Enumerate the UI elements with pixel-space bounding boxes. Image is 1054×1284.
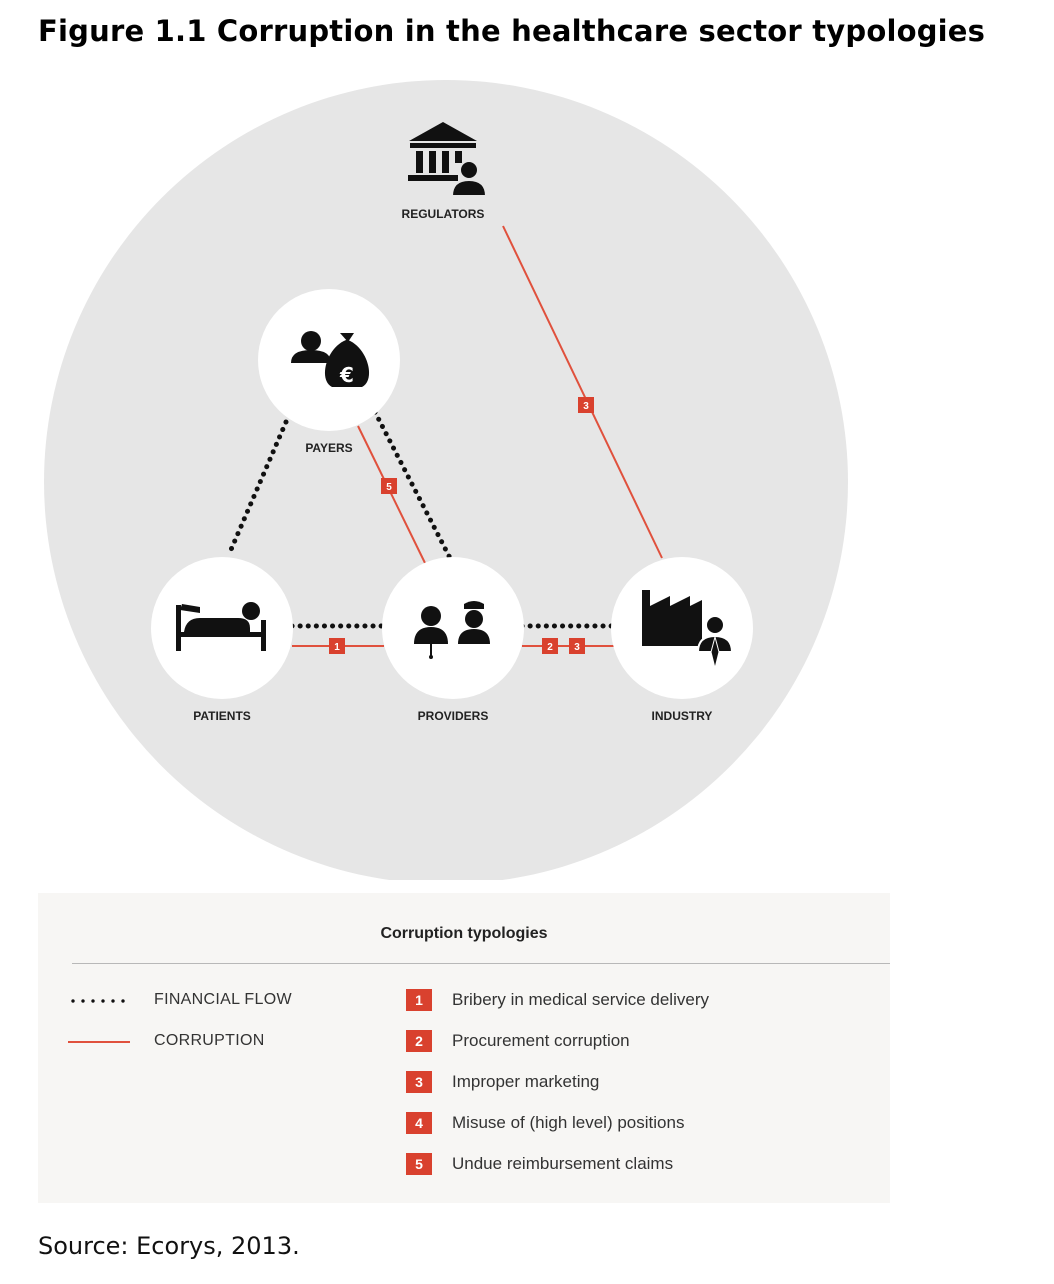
dotted-line-swatch <box>68 999 130 1003</box>
legend-title: Corruption typologies <box>380 925 548 942</box>
node-label-industry: INDUSTRY <box>652 709 713 723</box>
svg-text:2: 2 <box>547 642 553 653</box>
edge-badge-regulators-industry: 3 <box>578 397 594 413</box>
typology-badge: 2 <box>406 1030 432 1052</box>
flow-payers-providers <box>372 409 453 561</box>
node-label-payers: PAYERS <box>305 441 352 455</box>
corruption-regulators-industry <box>502 225 663 559</box>
typology-label: Misuse of (high level) positions <box>452 1113 685 1132</box>
typology-badge: 4 <box>406 1112 432 1134</box>
svg-text:1: 1 <box>334 642 340 653</box>
doctor-nurse-icon <box>414 601 490 659</box>
solid-line-swatch <box>68 1041 130 1043</box>
typology-label: Undue reimbursement claims <box>452 1154 674 1173</box>
figure-title: Figure 1.1 Corruption in the healthcare … <box>38 14 986 48</box>
source-note: Source: Ecorys, 2013. <box>38 1232 300 1260</box>
svg-text:5: 5 <box>386 482 392 493</box>
background-circle <box>44 80 848 880</box>
legend-panel: Corruption typologies FINANCIAL FLOW COR… <box>38 893 890 1203</box>
corruption-payers-providers <box>357 425 426 564</box>
corruption-lines <box>292 225 663 647</box>
legend-key-label: FINANCIAL FLOW <box>154 991 292 1008</box>
person-money-bag-euro-icon: € <box>291 331 370 387</box>
typology-badge: 3 <box>406 1071 432 1093</box>
legend-key-label: CORRUPTION <box>154 1032 265 1049</box>
svg-text:3: 3 <box>574 642 580 653</box>
edge-badge-providers-industry-a: 2 <box>542 638 558 654</box>
factory-person-icon <box>642 590 734 669</box>
typology-label: Procurement corruption <box>452 1031 630 1050</box>
legend-divider <box>72 963 890 964</box>
typology-badge: 1 <box>406 989 432 1011</box>
svg-text:3: 3 <box>583 401 589 412</box>
financial-flow-lines <box>227 409 617 629</box>
edge-badge-patients-providers: 1 <box>329 638 345 654</box>
government-building-person-icon <box>408 122 488 197</box>
node-label-patients: PATIENTS <box>193 709 251 723</box>
edge-badge-payers-providers: 5 <box>381 478 397 494</box>
typology-label: Bribery in medical service delivery <box>452 990 709 1009</box>
node-label-providers: PROVIDERS <box>418 709 489 723</box>
flow-payers-patients <box>227 419 289 555</box>
node-providers-circle <box>382 557 524 699</box>
typology-label: Improper marketing <box>452 1072 600 1091</box>
edge-badge-providers-industry-b: 3 <box>569 638 585 654</box>
patient-in-bed-icon <box>176 602 266 651</box>
typology-badge: 5 <box>406 1153 432 1175</box>
svg-text:€: € <box>339 363 354 387</box>
diagram: 3 5 1 2 3 € <box>44 80 848 880</box>
node-label-regulators: REGULATORS <box>402 207 485 221</box>
